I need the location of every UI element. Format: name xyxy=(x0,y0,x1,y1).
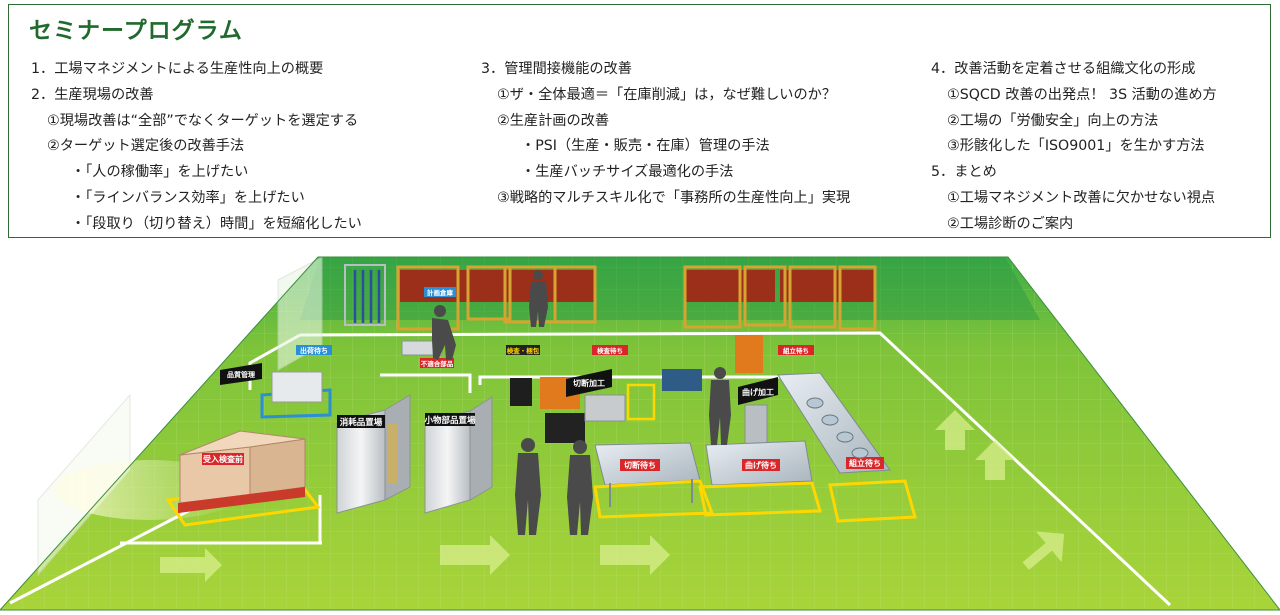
program-line: 2．生産現場の改善 xyxy=(31,86,154,103)
program-line: ①SQCD 改善の出発点！ 3S 活動の進め方 xyxy=(947,86,1217,103)
sign-consumables: 消耗品置場 xyxy=(340,417,383,428)
sign-bending: 曲げ加工 xyxy=(742,387,774,397)
sign-planning: 計画倉庫 xyxy=(427,288,454,297)
program-line: ②工場診断のご案内 xyxy=(947,215,1074,232)
person-1 xyxy=(515,438,541,535)
program-line: 5．まとめ xyxy=(931,164,997,181)
program-column-3: 4．改善活動を定着させる組織文化の形成 ①SQCD 改善の出発点！ 3S 活動の進… xyxy=(931,57,1217,238)
sign-assembly-wait: 組立待ち xyxy=(783,346,809,355)
program-line: ・「ラインバランス効率」を上げたい xyxy=(71,189,305,206)
program-line: 3．管理間接機能の改善 xyxy=(481,61,632,77)
sign-assembly-wait-2: 組立待ち xyxy=(849,458,881,468)
sign-inspection-wait: 検査待ち xyxy=(597,346,623,355)
sign-inspection: 検査・梱包 xyxy=(507,346,540,355)
receiving-inspection-area: 受入検査前 xyxy=(165,430,321,527)
program-line: ②ターゲット選定後の改善手法 xyxy=(47,138,245,155)
person-4 xyxy=(432,305,456,360)
sign-cutting-wait: 切断待ち xyxy=(624,460,656,470)
sign-nonconforming: 不適合部品 xyxy=(421,359,454,368)
sign-cutting: 切断加工 xyxy=(573,378,605,388)
program-line: 4．改善活動を定着させる組織文化の形成 xyxy=(931,61,1196,77)
program-line: ①工場マネジメント改善に欠かせない視点 xyxy=(947,189,1216,206)
program-line: ③戦略的マルチスキル化で「事務所の生産性向上」実現 xyxy=(497,189,851,206)
floor-edge xyxy=(0,256,1280,611)
program-line: ①現場改善は“全部”でなくターゲットを選定する xyxy=(47,112,359,129)
floor-arrows xyxy=(160,410,1065,582)
program-column-2: 3．管理間接機能の改善 ①ザ・全体最適＝「在庫削減」は，なぜ難しいのか？ ②生産計画… xyxy=(481,57,850,212)
sign-quality: 品質管理 xyxy=(227,370,255,379)
program-line: 1．工場マネジメントによる生産性向上の概要 xyxy=(31,61,324,77)
sign-receiving-inspection: 受入検査前 xyxy=(203,454,243,464)
program-title: セミナープログラム xyxy=(29,18,243,44)
person-5 xyxy=(529,270,548,327)
sign-shipping-wait: 出荷待ち xyxy=(300,346,328,355)
worker-silhouettes xyxy=(432,270,731,535)
seminar-program-box: セミナープログラム 1．工場マネジメントによる生産性向上の概要 2．生産現場の改善… xyxy=(8,4,1271,238)
factory-floor-illustration: 消耗品置場 小物部品置場 受入検査前 出荷待ち 品質管理 計画倉庫 不適合部品 … xyxy=(0,256,1280,611)
program-line: ①ザ・全体最適＝「在庫削減」は，なぜ難しいのか？ xyxy=(497,86,837,103)
program-column-1: 1．工場マネジメントによる生産性向上の概要 2．生産現場の改善 ①現場改善は“全部”… xyxy=(31,57,362,238)
shipping-area: 出荷待ち 品質管理 xyxy=(220,345,332,419)
small-parts-shelf: 小物部品置場 xyxy=(423,396,493,514)
program-line: ・生産バッチサイズ最適化の手法 xyxy=(521,164,734,181)
person-2 xyxy=(567,440,593,535)
program-line: ・「人の稼働率」を上げたい xyxy=(71,164,249,181)
mid-stations: 計画倉庫 不適合部品 検査・梱包 検査待ち 組立待ち xyxy=(401,287,814,406)
consumables-shelf: 消耗品置場 xyxy=(336,394,411,514)
program-line: ・「段取り（切り替え）時間」を短縮化したい xyxy=(71,215,362,232)
cutting-machine: 切断加工 xyxy=(540,369,702,443)
program-line: ・PSI（生産・販売・在庫）管理の手法 xyxy=(521,138,770,155)
program-line: ②生産計画の改善 xyxy=(497,112,610,129)
person-3 xyxy=(709,367,731,445)
cutting-wait-table: 切断待ち xyxy=(593,442,715,519)
assembly-line: 組立待ち xyxy=(777,372,917,523)
bending-machine: 曲げ加工 曲げ待ち xyxy=(698,335,822,517)
program-line: ③形骸化した「ISO9001」を生かす方法 xyxy=(947,138,1205,155)
sign-small-parts: 小物部品置場 xyxy=(423,415,476,426)
sign-bending-wait: 曲げ待ち xyxy=(745,460,777,470)
program-line: ②工場の「労働安全」向上の方法 xyxy=(947,112,1159,129)
